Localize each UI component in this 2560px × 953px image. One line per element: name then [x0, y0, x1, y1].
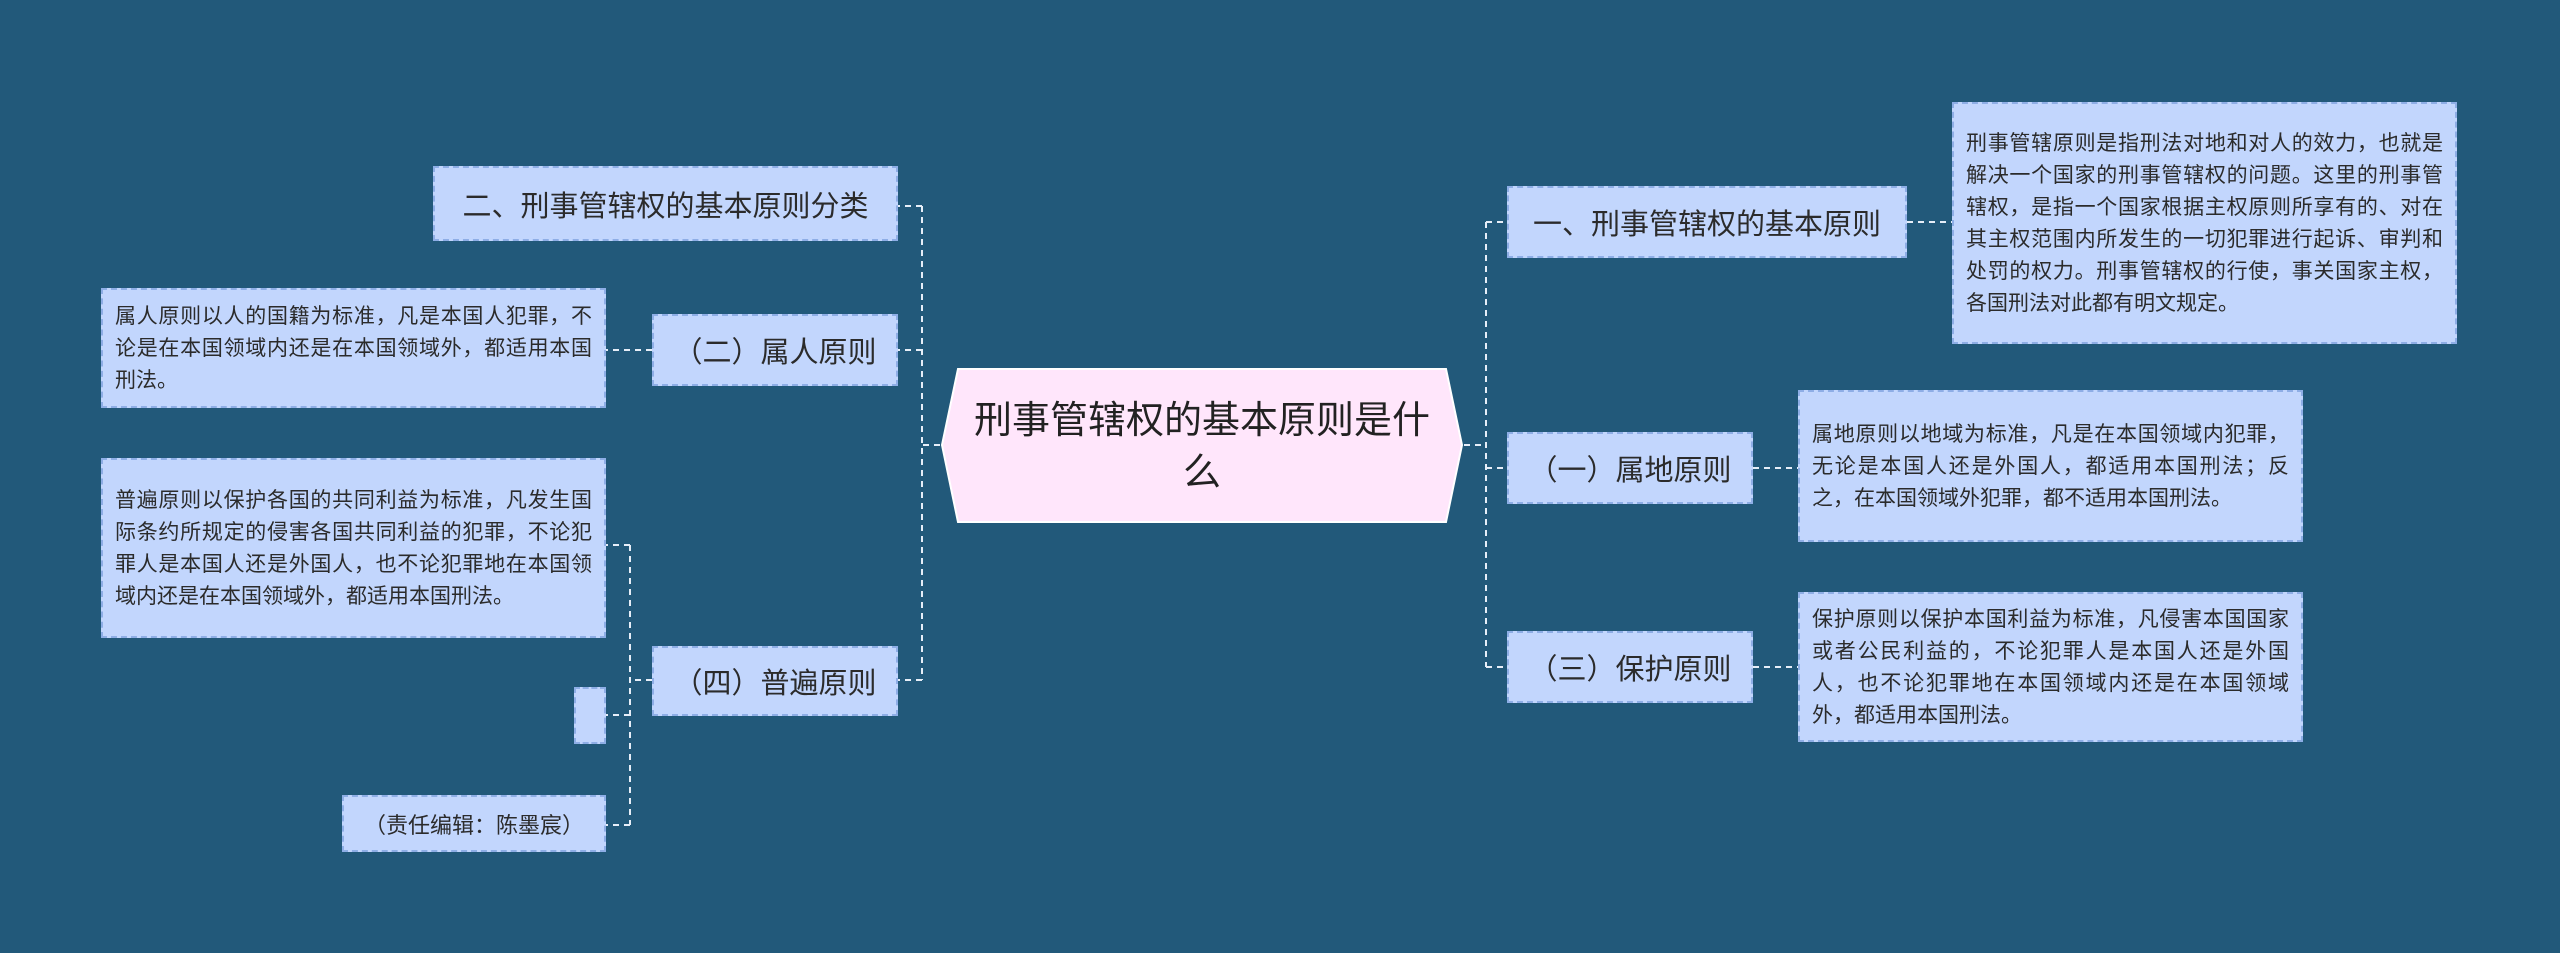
leaf-territorial-principle-desc[interactable]: 属地原则以地域为标准，凡是在本国领域内犯罪，无论是本国人还是外国人，都适用本国刑…	[1798, 390, 2303, 542]
leaf-protective-principle-text: 保护原则以保护本国利益为标准，凡侵害本国国家或者公民利益的，不论犯罪人是本国人还…	[1812, 607, 2289, 727]
leaf-personal-principle-text: 属人原则以人的国籍为标准，凡是本国人犯罪，不论是在本国领域内还是在本国领域外，都…	[115, 304, 592, 392]
root-hexagon-shape	[940, 368, 1464, 523]
branch-section-two[interactable]: 二、刑事管辖权的基本原则分类	[433, 166, 898, 241]
root-topic-node[interactable]: 刑事管辖权的基本原则是什么	[940, 367, 1464, 524]
root-topic-title: 刑事管辖权的基本原则是什么	[973, 397, 1430, 494]
leaf-editor-credit[interactable]: （责任编辑：陈墨宸）	[342, 795, 606, 852]
branch-protective-principle[interactable]: （三）保护原则	[1507, 631, 1753, 703]
branch-universal-principle[interactable]: （四）普遍原则	[652, 646, 898, 716]
leaf-personal-principle-desc[interactable]: 属人原则以人的国籍为标准，凡是本国人犯罪，不论是在本国领域内还是在本国领域外，都…	[101, 288, 606, 408]
branch-section-one[interactable]: 一、刑事管辖权的基本原则	[1507, 186, 1907, 258]
leaf-universal-principle-desc[interactable]: 普遍原则以保护各国的共同利益为标准，凡发生国际条约所规定的侵害各国共同利益的犯罪…	[101, 458, 606, 638]
blank-leaf-node[interactable]	[574, 687, 606, 744]
leaf-section-one-desc[interactable]: 刑事管辖原则是指刑法对地和对人的效力，也就是解决一个国家的刑事管辖权的问题。这里…	[1952, 102, 2457, 344]
branch-territorial-principle[interactable]: （一）属地原则	[1507, 432, 1753, 504]
branch-personal-principle[interactable]: （二）属人原则	[652, 314, 898, 386]
leaf-section-one-text: 刑事管辖原则是指刑法对地和对人的效力，也就是解决一个国家的刑事管辖权的问题。这里…	[1966, 131, 2443, 315]
leaf-universal-principle-text: 普遍原则以保护各国的共同利益为标准，凡发生国际条约所规定的侵害各国共同利益的犯罪…	[115, 488, 592, 608]
leaf-protective-principle-desc[interactable]: 保护原则以保护本国利益为标准，凡侵害本国国家或者公民利益的，不论犯罪人是本国人还…	[1798, 592, 2303, 742]
leaf-territorial-principle-text: 属地原则以地域为标准，凡是在本国领域内犯罪，无论是本国人还是外国人，都适用本国刑…	[1812, 422, 2289, 510]
